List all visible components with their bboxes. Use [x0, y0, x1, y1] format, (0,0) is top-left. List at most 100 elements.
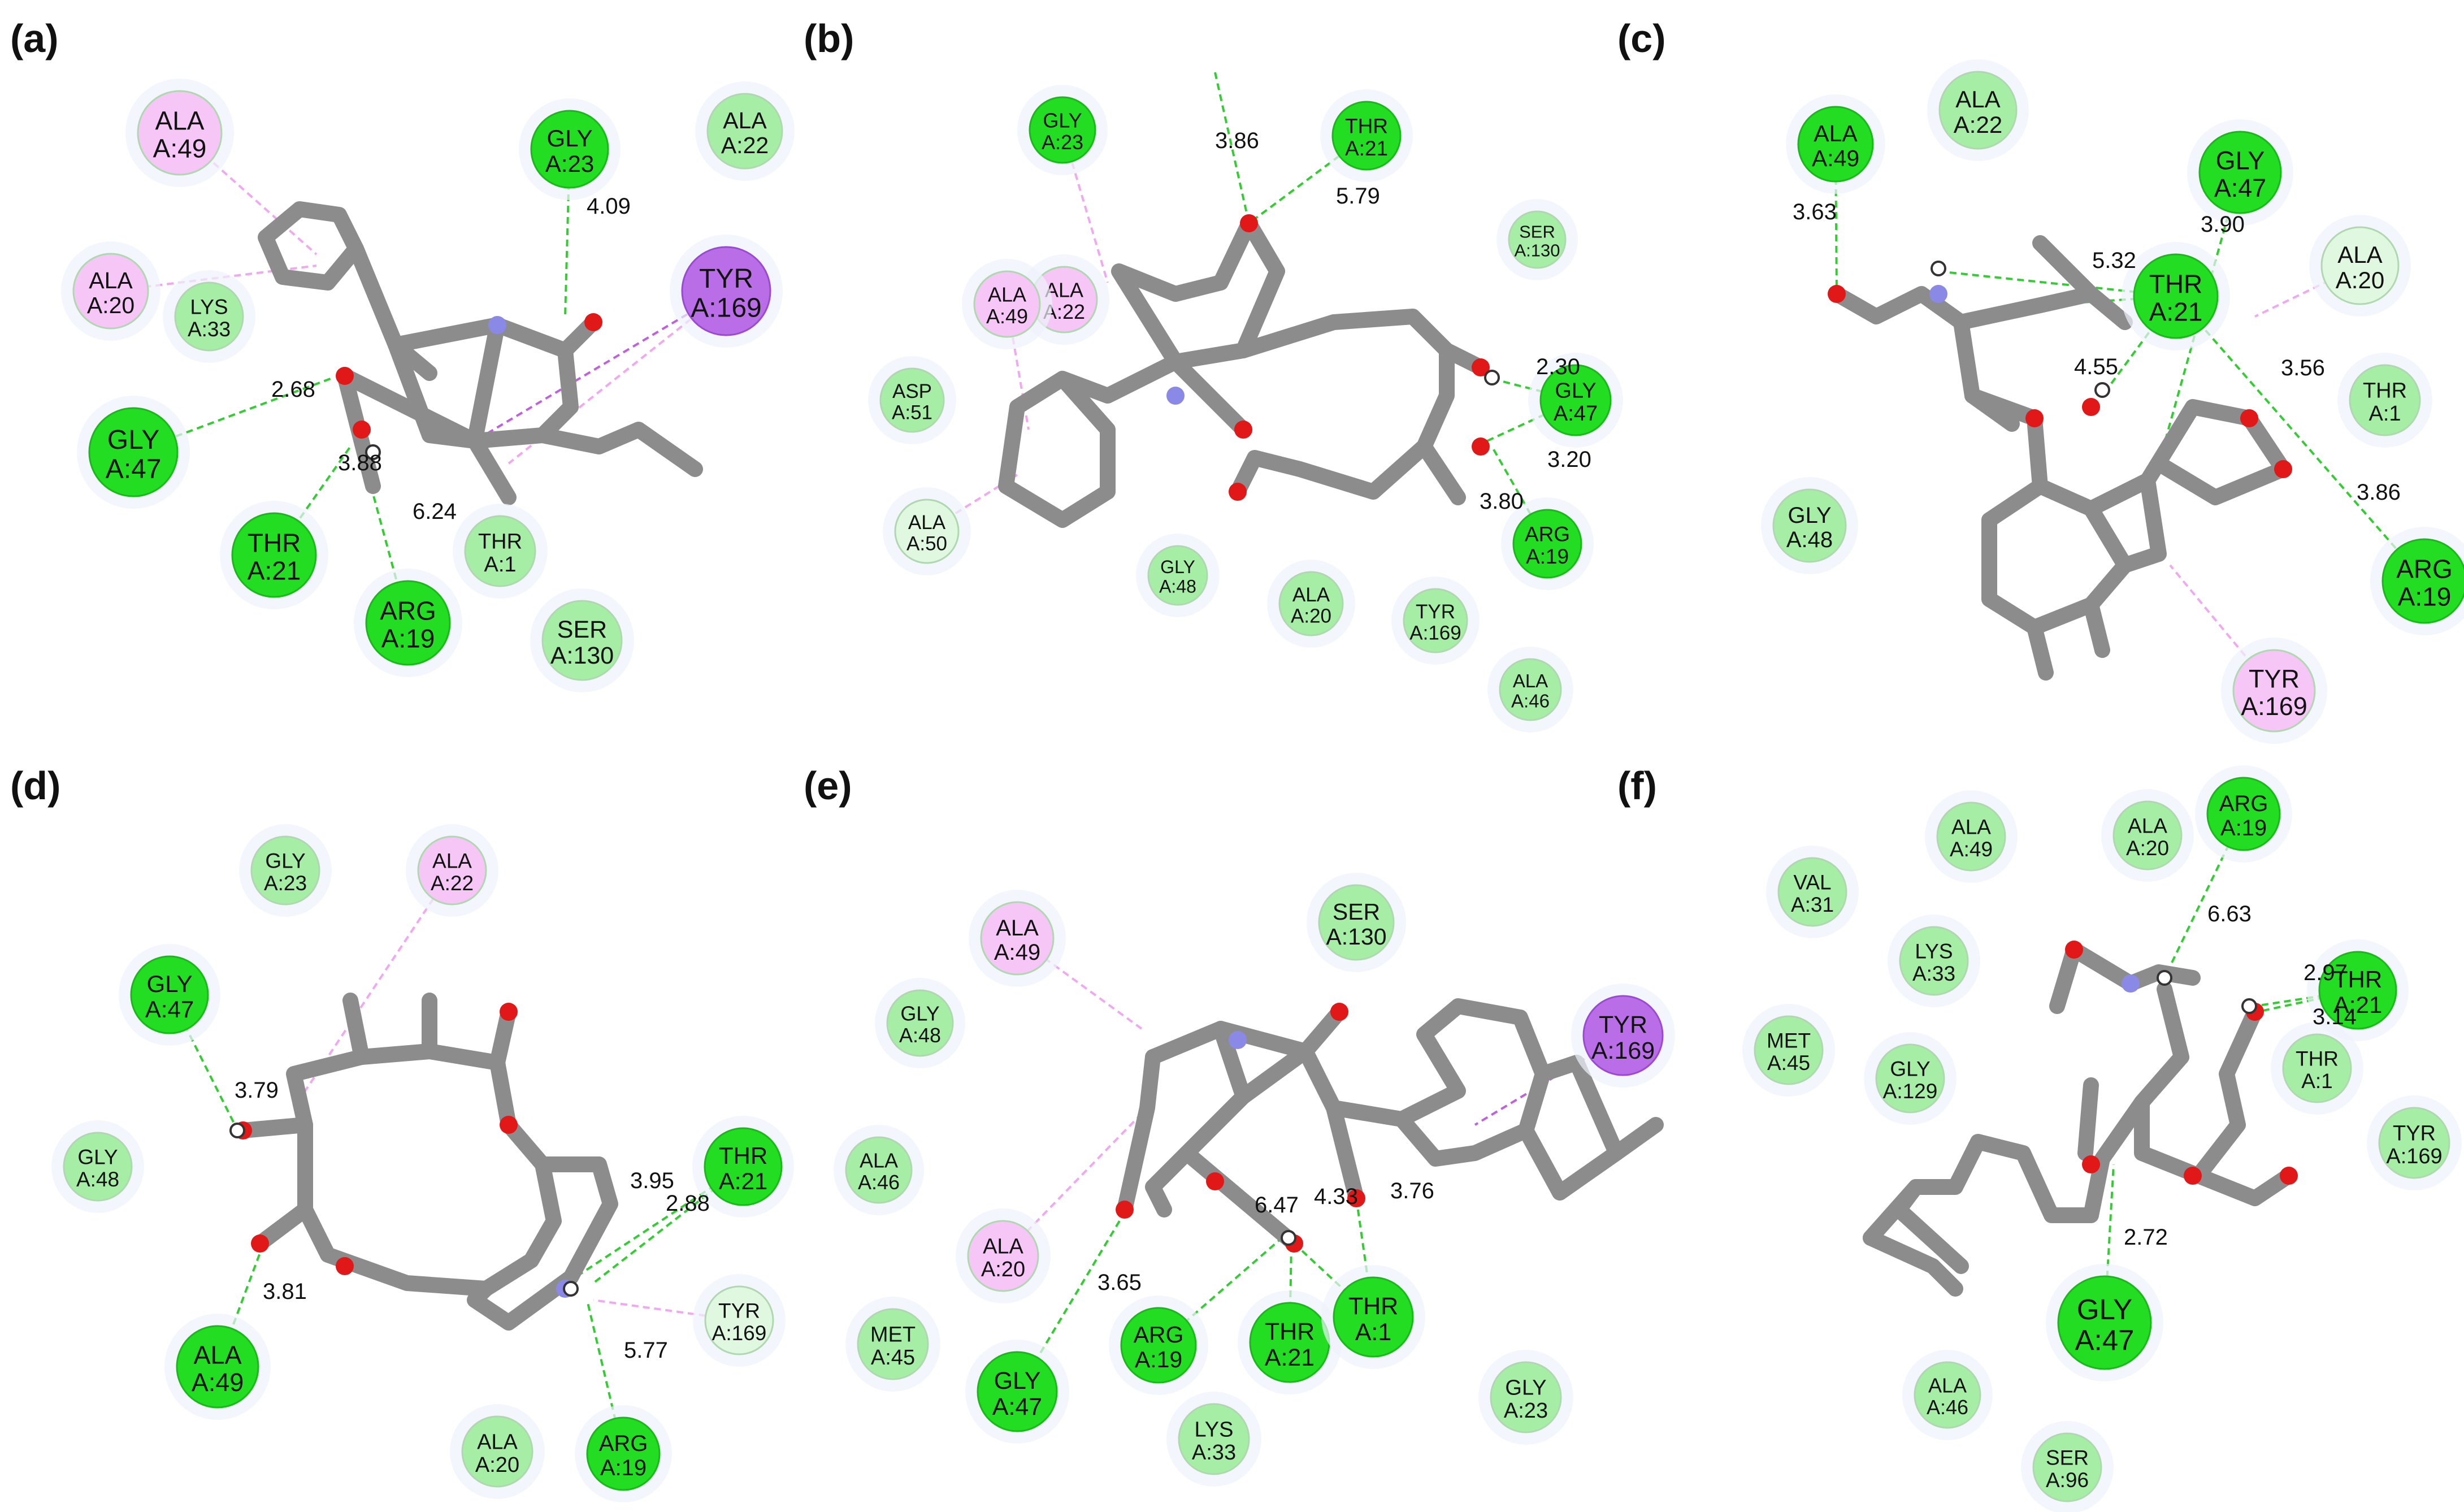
ligand-bond: [467, 343, 579, 449]
residue-disc: [541, 600, 623, 681]
ligand-bond: [2140, 399, 2291, 505]
residue-chain-id: A:31: [1791, 893, 1834, 916]
residue-chain-id: A:20: [87, 292, 135, 318]
hydrogen-atom: [1931, 261, 1946, 276]
residue-name: ARG: [1134, 1322, 1184, 1348]
hydrogen-atom: [563, 1281, 579, 1297]
residue-name: GLY: [77, 1146, 118, 1169]
residue-disc: [879, 367, 945, 433]
hbond-interaction-line: [2101, 295, 2177, 397]
residue-name: GLY: [1160, 557, 1195, 577]
residue-name: LYS: [1194, 1418, 1233, 1441]
residue-disc: [973, 270, 1041, 338]
residue-name: ALA: [988, 283, 1026, 306]
residue-disc: [1797, 106, 1874, 183]
oxygen-atom: [1472, 358, 1490, 376]
hbond-interaction-line: [2163, 813, 2245, 978]
residue-chain-id: A:23: [1042, 131, 1083, 154]
hbond-interaction-line: [2175, 295, 2426, 582]
residue-chain-id: A:48: [1786, 527, 1833, 552]
oxygen-atom: [336, 1257, 354, 1275]
residue-name: THR: [1348, 1293, 1398, 1320]
residue-disc: [2320, 226, 2400, 305]
residue-chain-id: A:23: [264, 872, 307, 895]
residue-chain-id: A:33: [188, 318, 231, 341]
residue-name: TYR: [2249, 665, 2300, 694]
panel-label: (b): [804, 16, 854, 60]
residue-disc: [1777, 857, 1847, 927]
oxygen-atom: [1229, 483, 1247, 501]
residue-chain-id: A:47: [106, 454, 162, 484]
residue-disc: [977, 1351, 1058, 1432]
residue-name: ALA: [89, 267, 133, 293]
residue-disc: [1936, 802, 2006, 872]
residue-disc: [2282, 1033, 2352, 1103]
ligand-bond: [1230, 309, 1455, 500]
distance-label: 3.79: [235, 1078, 279, 1103]
ligand-bond: [1179, 1145, 1302, 1251]
ligand-bond: [286, 1043, 562, 1297]
residue-chain-id: A:48: [1159, 576, 1196, 596]
residue-chain-id: A:51: [892, 401, 932, 423]
residue-name: LYS: [190, 296, 228, 319]
hydrogen-atom: [2157, 970, 2172, 986]
distance-label: 3.65: [1097, 1270, 1142, 1295]
panel-label: (f): [1617, 764, 1657, 808]
ligand-bond: [467, 1156, 618, 1331]
residue-disc: [2381, 538, 2464, 624]
oxygen-atom: [1347, 1189, 1365, 1207]
residue-disc: [2318, 951, 2397, 1030]
residue-disc: [72, 253, 149, 330]
residue-chain-id: A:19: [1526, 545, 1569, 568]
distance-label: 5.32: [2092, 248, 2136, 273]
ligand-bond: [2049, 942, 2082, 1014]
residue-disc: [1178, 1403, 1250, 1475]
residue-name: THR: [2296, 1047, 2339, 1071]
residue-chain-id: A:48: [899, 1024, 941, 1047]
residue-name: GLY: [1890, 1058, 1930, 1081]
residue-name: SER: [1519, 222, 1555, 241]
ligand-bond: [2134, 981, 2263, 1184]
ligand-bond: [1964, 388, 2133, 635]
hydrogen-atom: [1281, 1230, 1296, 1246]
residue-name: ALA: [155, 106, 205, 135]
hbond-interaction-line: [1474, 399, 1576, 448]
residue-chain-id: A:49: [994, 940, 1040, 965]
residue-chain-id: A:22: [721, 132, 769, 158]
ligand-bond: [252, 1202, 313, 1251]
residue-name: MET: [870, 1323, 916, 1346]
panel-label: (c): [1617, 16, 1666, 60]
residue-chain-id: A:49: [192, 1368, 244, 1397]
residue-disc: [417, 835, 487, 906]
residue-name: GLY: [265, 850, 305, 873]
residue-name: ALA: [1292, 584, 1330, 606]
residue-disc: [857, 1308, 929, 1380]
oxygen-atom: [1472, 437, 1490, 456]
hbond-interaction-line: [1355, 1198, 1374, 1318]
distance-label: 5.79: [1336, 184, 1380, 209]
residue-chain-id: A:45: [871, 1346, 915, 1370]
residue-disc: [137, 90, 223, 176]
panel-label: (d): [10, 764, 60, 808]
residue-name: GLY: [2216, 146, 2265, 175]
residue-name: ARG: [1525, 523, 1570, 546]
distance-label: 3.63: [1793, 200, 1837, 224]
residue-name: ARG: [380, 596, 436, 625]
residue-name: GLY: [1505, 1376, 1546, 1400]
